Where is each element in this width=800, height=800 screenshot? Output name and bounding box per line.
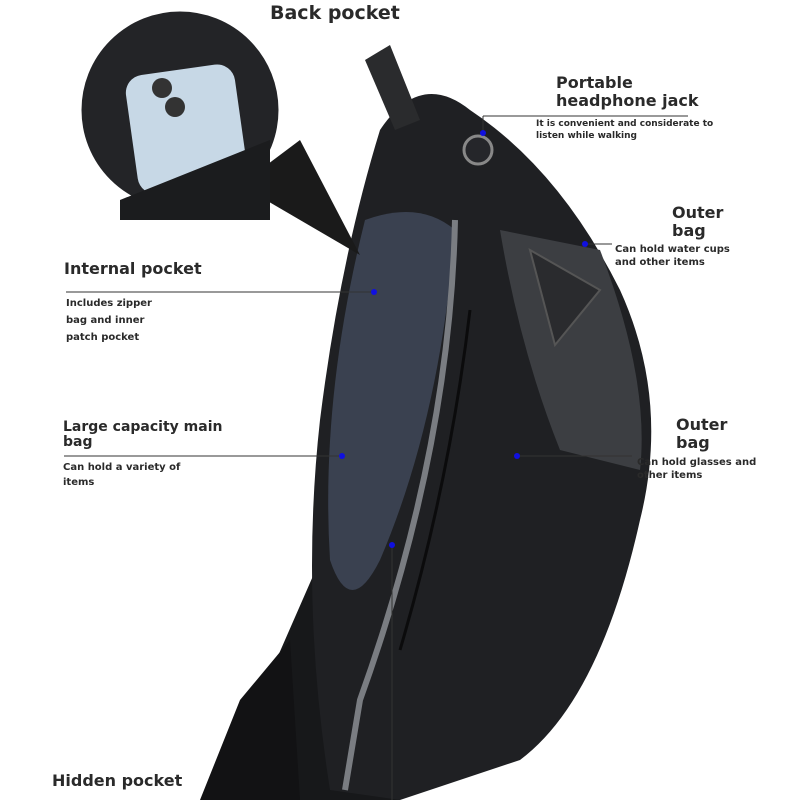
desc-main-bag: Can hold a variety of items bbox=[63, 462, 181, 488]
label-outer-bag-bottom: Outer bag bbox=[676, 415, 728, 452]
leader-lines bbox=[64, 115, 688, 800]
hidden-zipper bbox=[398, 309, 472, 651]
logo-triangle-icon bbox=[528, 247, 602, 348]
pocket-edge bbox=[120, 140, 270, 220]
desc-internal-pocket: Includes zipper bag and inner patch pock… bbox=[66, 298, 152, 343]
desc-outer-bag-bottom: Can hold glasses and other items bbox=[637, 457, 757, 481]
outer-panel bbox=[500, 230, 642, 470]
main-lining bbox=[328, 212, 455, 590]
desc-headphone-jack: It is convenient and considerate to list… bbox=[536, 119, 714, 142]
camera-lens-icon bbox=[165, 97, 185, 117]
label-main-bag: Large capacity main bag bbox=[63, 419, 223, 451]
headphone-jack-icon bbox=[462, 134, 494, 166]
top-handle bbox=[365, 45, 420, 130]
label-outer-bag-top: Outer bag bbox=[672, 203, 724, 240]
lower-strap bbox=[200, 640, 300, 800]
camera-lens-icon bbox=[152, 78, 172, 98]
desc-outer-bag-top: Can hold water cups and other items bbox=[615, 244, 730, 268]
label-hidden-pocket: Hidden pocket bbox=[52, 771, 183, 790]
label-back-pocket: Back pocket bbox=[270, 2, 400, 24]
label-headphone-jack: Portable headphone jack bbox=[556, 73, 699, 110]
label-internal-pocket: Internal pocket bbox=[64, 259, 202, 278]
zipper-edge bbox=[342, 219, 458, 791]
marker-dots bbox=[339, 130, 588, 548]
